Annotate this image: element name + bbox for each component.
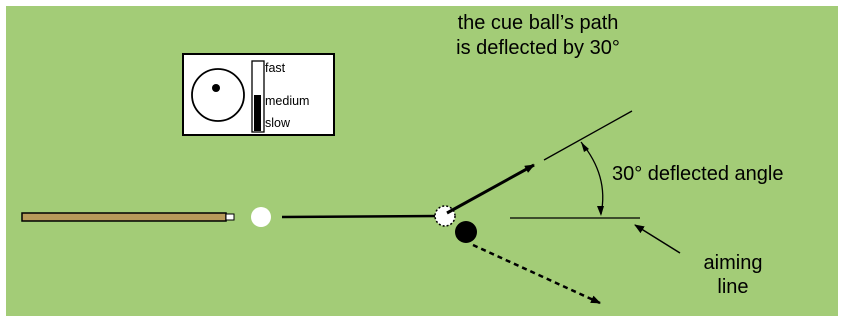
cue-tip-indicator-icon — [191, 68, 245, 122]
cue-ball — [251, 207, 271, 227]
tip-contact-dot — [212, 84, 220, 92]
aiming-pointer-arrow — [634, 224, 681, 254]
speed-meter-fill — [254, 95, 261, 131]
deflected-path-arrow — [446, 163, 535, 215]
cue-ball-path-line — [281, 214, 439, 219]
speed-panel-graphics — [191, 60, 265, 133]
speed-label-slow: slow — [265, 116, 291, 130]
title-line-2: is deflected by 30° — [456, 37, 620, 59]
aiming-line-label: aiming line — [685, 251, 781, 299]
object-ball-path-arrow — [472, 243, 601, 305]
aiming-label-line-2: line — [717, 276, 749, 298]
cue-stick — [21, 212, 235, 222]
diagram-title: the cue ball’s path is deflected by 30° — [420, 11, 656, 61]
angle-arc-head-bottom — [597, 206, 604, 216]
title-line-1: the cue ball’s path — [457, 12, 619, 34]
speed-label-medium: medium — [265, 94, 310, 108]
object-ball — [455, 221, 477, 243]
aiming-label-line-1: aiming — [703, 252, 763, 274]
speed-label-fast: fast — [265, 61, 286, 75]
deflection-reference-line — [543, 110, 633, 161]
table-felt — [6, 6, 838, 316]
angle-arc-head-top — [581, 142, 589, 152]
angle-arc — [580, 141, 604, 215]
speed-panel — [182, 53, 335, 136]
deflection-angle-label: 30° deflected angle — [612, 163, 784, 185]
